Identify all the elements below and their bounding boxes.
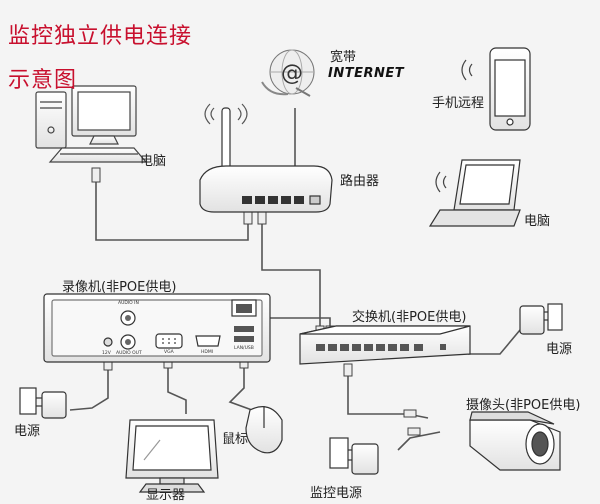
nvr-label: 录像机(非POE供电) (62, 280, 177, 295)
diagram-title-line1: 监控独立供电连接 (8, 24, 193, 49)
lan-usb-port-label: LAN/USB (234, 346, 254, 351)
audio-out-port-label: AUDIO OUT (116, 351, 142, 356)
laptop-icon (428, 159, 521, 227)
router-icon (199, 103, 333, 213)
camera-icon (469, 411, 561, 471)
cables (69, 108, 521, 451)
desktop-pc-icon (35, 85, 148, 163)
svg-text:@: @ (281, 61, 303, 86)
diagram-title-line2: 示意图 (8, 68, 78, 93)
mouse-label: 鼠标 (222, 432, 249, 447)
pc-router-cable (95, 182, 249, 241)
laptop-label: 电脑 (524, 214, 551, 229)
router-label: 路由器 (340, 174, 380, 189)
switch-power-cable (468, 329, 521, 355)
audio-in-port-label: AUDIO IN (118, 301, 139, 306)
monitor-power-adapter-icon (329, 437, 379, 475)
vga-cable (167, 366, 187, 414)
monitor-icon (125, 419, 219, 493)
camera-power-cable (397, 431, 441, 451)
pc-label: 电脑 (140, 154, 167, 169)
phone-remote-label: 手机远程 (432, 96, 485, 111)
switch-icon (299, 325, 471, 365)
mouse-icon (245, 406, 283, 454)
switch-power-adapter-icon (519, 303, 563, 335)
switch-power-label: 电源 (546, 342, 573, 357)
internet-label: INTERNET (328, 66, 405, 81)
dc-port-label: 12V (102, 351, 111, 356)
nvr-power-adapter-icon (19, 387, 67, 419)
broadband-label: 宽带 (330, 50, 357, 65)
camera-label: 摄像头(非POE供电) (466, 398, 581, 413)
monitor-label: 显示器 (146, 488, 186, 503)
nvr-power-label: 电源 (14, 424, 41, 439)
nvr-power-cable (69, 360, 109, 411)
phone-icon (461, 47, 531, 131)
router-switch-cable (261, 218, 321, 334)
switch-label: 交换机(非POE供电) (352, 310, 467, 325)
vga-port-label: VGA (164, 350, 174, 355)
monitor-power-label: 监控电源 (310, 486, 363, 501)
usb-mouse-cable (228, 366, 253, 411)
switch-camera-cable (347, 372, 429, 419)
hdmi-port-label: HDMI (201, 350, 214, 355)
internet-globe-icon: @ (261, 49, 315, 97)
nvr-icon (43, 293, 271, 363)
